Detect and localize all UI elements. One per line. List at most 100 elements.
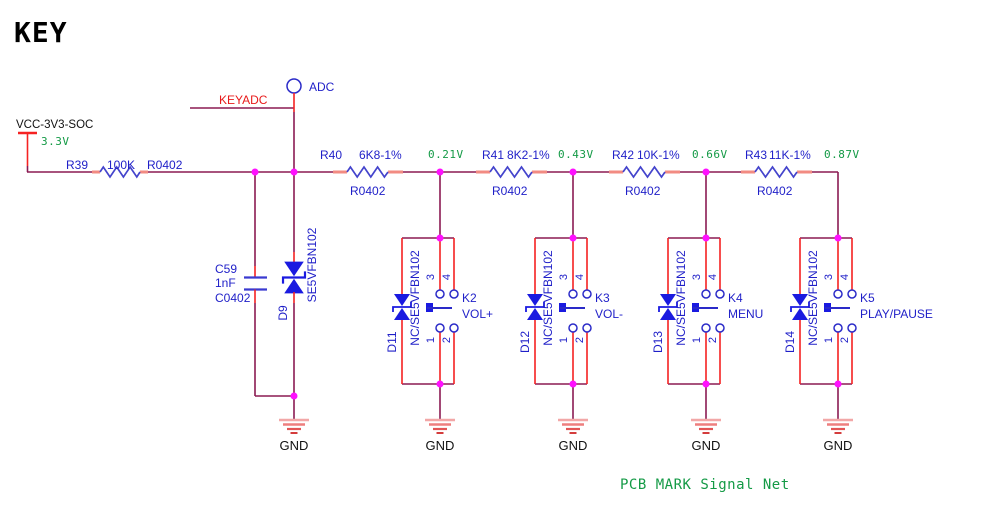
switch-pin <box>568 289 578 299</box>
resistor-value: 8K2-1% <box>507 148 550 162</box>
pin-number: 3 <box>425 274 437 280</box>
gnd-symbol-4: GND <box>689 418 723 453</box>
junction-dot <box>436 168 444 176</box>
net-label-keyadc: KEYADC <box>190 93 294 109</box>
pin-number: 2 <box>839 337 851 343</box>
gnd-icon <box>423 418 457 435</box>
resistor-r42: R42 10K-1% R0402 0.66V <box>609 148 728 198</box>
node-voltage: 0.43V <box>558 148 594 161</box>
resistor-r40: R40 6K8-1% R0402 0.21V <box>320 148 464 198</box>
diode-ref: D11 <box>385 331 399 352</box>
resistor-value: 11K-1% <box>769 148 811 162</box>
key-function: MENU <box>728 307 763 321</box>
diode-ref: D14 <box>783 331 797 353</box>
gnd-symbol-5: GND <box>821 418 855 453</box>
resistor-icon <box>754 165 798 179</box>
resistor-ref: R40 <box>320 148 342 162</box>
junction-dot <box>834 380 842 388</box>
junction-dot <box>702 380 710 388</box>
power-flag-vcc: VCC-3V3-SOC 3.3V <box>16 119 93 172</box>
diode-ref: D13 <box>651 331 665 353</box>
pin-number: 1 <box>823 337 835 343</box>
resistor-footprint: R0402 <box>350 184 386 198</box>
pin-number: 1 <box>691 337 703 343</box>
port-name: ADC <box>309 80 335 94</box>
diode-part: NC/SE5VFBN102 <box>408 250 422 346</box>
pin-number: 4 <box>839 274 851 280</box>
gnd-icon <box>277 418 311 435</box>
resistor-r43: R43 11K-1% R0402 0.87V <box>741 148 859 198</box>
switch-pin <box>568 323 578 333</box>
resistor-icon <box>346 165 389 179</box>
key-function: PLAY/PAUSE <box>860 307 933 321</box>
diode-part: NC/SE5VFBN102 <box>541 250 555 346</box>
switch-pin <box>847 289 857 299</box>
keyadc-net-wires <box>27 171 839 238</box>
junction-dot <box>569 234 577 242</box>
gnd-label: GND <box>280 438 309 453</box>
resistor-value: 6K8-1% <box>359 148 402 162</box>
pin-number: 4 <box>707 274 719 280</box>
key-function: VOL- <box>595 307 623 321</box>
switch-pin <box>435 289 445 299</box>
pin-number: 2 <box>441 337 453 343</box>
switch-pin <box>449 323 459 333</box>
switch-pin <box>715 289 725 299</box>
junction-dot <box>436 380 444 388</box>
tvs-diode-icon <box>281 260 307 295</box>
junction-dot <box>290 392 298 400</box>
gnd-symbol-2: GND <box>423 418 457 453</box>
footer-note: PCB MARK Signal Net <box>620 477 790 493</box>
gnd-label: GND <box>824 438 853 453</box>
key-ref: K2 <box>462 291 477 305</box>
key-unit-k5: 3 4 1 2 NC/SE5VFBN102 D14 K5 PLAY/PAUSE <box>783 237 933 419</box>
port-adc: ADC <box>286 78 335 172</box>
switch-pin <box>715 323 725 333</box>
gnd-label: GND <box>426 438 455 453</box>
junction-dots <box>251 168 842 400</box>
key-ref: K3 <box>595 291 610 305</box>
resistor-value: 10K-1% <box>637 148 680 162</box>
cap-footprint: C0402 <box>215 291 251 305</box>
port-pin-icon <box>286 78 302 94</box>
key-ref: K5 <box>860 291 875 305</box>
gnd-symbol-3: GND <box>556 418 590 453</box>
switch-pin <box>701 323 711 333</box>
switch-pin <box>833 289 843 299</box>
tvs-diode-d9: SE5VFBN102 D9 <box>276 172 319 419</box>
gnd-label: GND <box>559 438 588 453</box>
junction-dot <box>290 168 298 176</box>
pin-number: 3 <box>691 274 703 280</box>
switch-pin <box>435 323 445 333</box>
pin-number: 2 <box>707 337 719 343</box>
switch-pin <box>582 323 592 333</box>
cap-ref: C59 <box>215 262 237 276</box>
resistor-footprint: R0402 <box>492 184 528 198</box>
node-voltage: 0.66V <box>692 148 728 161</box>
pin-number: 3 <box>558 274 570 280</box>
sheet-title: KEY <box>14 16 68 49</box>
gnd-icon <box>689 418 723 435</box>
key-unit-k4: 3 4 1 2 NC/SE5VFBN102 D13 K4 MENU <box>651 172 763 419</box>
net-label-text: KEYADC <box>219 93 268 107</box>
diode-ref: D9 <box>276 305 290 321</box>
gnd-label: GND <box>692 438 721 453</box>
key-function: VOL+ <box>462 307 493 321</box>
resistor-r41: R41 8K2-1% R0402 0.43V <box>476 148 594 198</box>
resistor-ref: R39 <box>66 158 88 172</box>
key-ref: K4 <box>728 291 743 305</box>
junction-dot <box>436 234 444 242</box>
capacitor-c59: C59 1nF C0402 <box>215 172 294 397</box>
diode-part: SE5VFBN102 <box>305 227 319 302</box>
resistor-icon <box>622 165 666 179</box>
cap-value: 1nF <box>215 276 236 290</box>
junction-dot <box>251 168 259 176</box>
resistor-ref: R42 <box>612 148 634 162</box>
pin-number: 2 <box>574 337 586 343</box>
diode-part: NC/SE5VFBN102 <box>806 250 820 346</box>
node-voltage: 0.21V <box>428 148 464 161</box>
junction-dot <box>702 234 710 242</box>
power-voltage: 3.3V <box>41 135 70 148</box>
junction-dot <box>834 234 842 242</box>
switch-pin <box>449 289 459 299</box>
